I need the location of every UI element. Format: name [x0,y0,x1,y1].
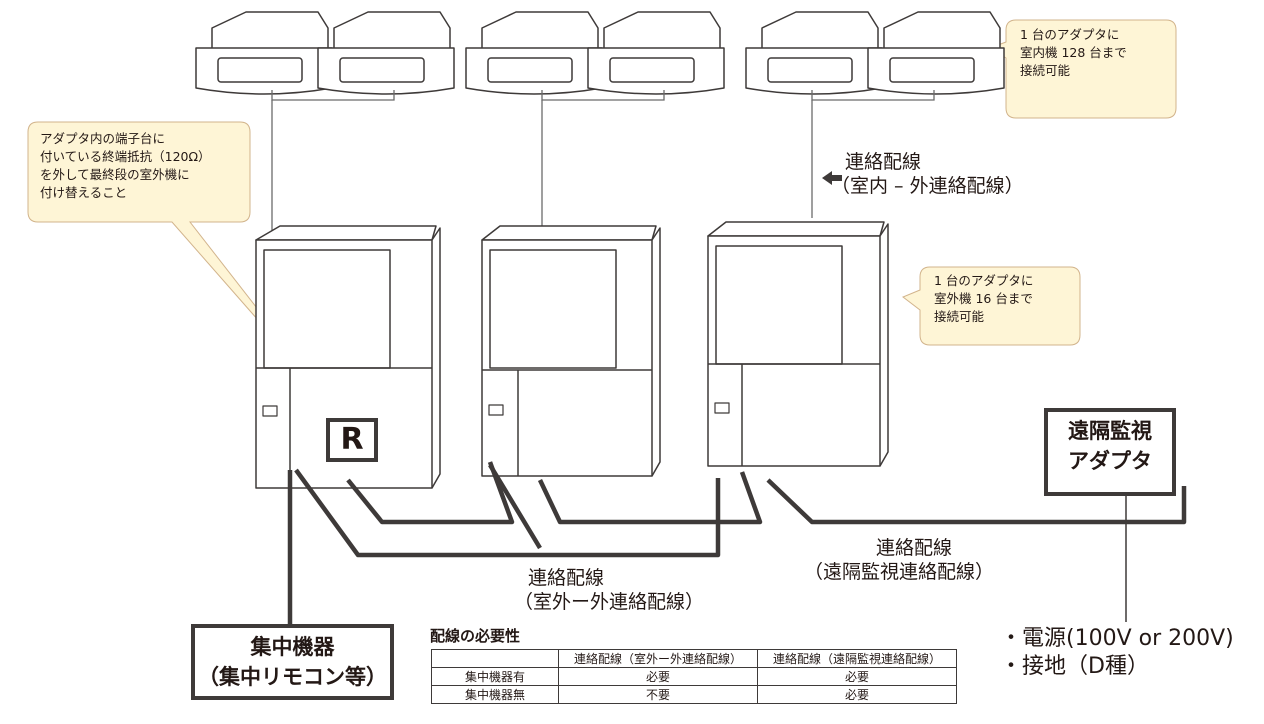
remote-monitor-adapter-box: 遠隔監視 アダプタ [1044,408,1176,496]
callout-outdoor-line: 1 台のアダプタに [934,273,1034,288]
table-cell: 必要 [558,667,758,686]
adapter-label: 遠隔監視 [1068,419,1152,443]
label-indoor-outdoor: 連絡配線 （室内 – 外連絡配線） [831,150,1024,198]
table-header-cell: 連絡配線（遠隔監視連絡配線） [757,649,957,668]
adapter-label: アダプタ [1068,449,1152,473]
label-remote-link: 連絡配線 （遠隔監視連絡配線） [804,536,994,584]
remote-monitor-wire [766,478,1187,525]
label-line: 連絡配線 [876,537,953,559]
label-line: （遠隔監視連絡配線） [804,561,995,583]
terminal-resistor-mark: R [326,418,378,462]
indoor-unit-1 [195,11,333,95]
table-header-cell: 連絡配線（室外ー外連絡配線） [558,649,758,668]
callout-terminator-line: を外して最終段の室外機に [40,167,190,182]
indoor-unit-4 [587,11,725,95]
wiring-requirement-table: 連絡配線（室外ー外連絡配線） 連絡配線（遠隔監視連絡配線） 集中機器有 必要 必… [431,649,957,704]
callout-indoor-line: 1 台のアダプタに [1020,27,1120,42]
label-outdoor-outdoor: 連絡配線 （室外ー外連絡配線） [514,566,704,614]
table-cell: 不要 [558,685,758,704]
table-cell: 必要 [757,685,957,704]
power-info: ・電源(100V or 200V) ・接地（D種） [1000,625,1234,681]
ground-text: ・接地（D種） [1000,654,1149,679]
terminator-wire [346,461,763,525]
callout-indoor-line: 接続可能 [1020,63,1071,78]
outdoor-unit-2 [481,225,661,477]
table-cell: 集中機器無 [431,685,559,704]
label-line: 連絡配線 [845,151,922,173]
callout-indoor-line: 室内機 128 台まで [1020,45,1127,60]
indoor-unit-6 [867,11,1005,95]
callout-outdoor-bubble [902,266,1081,346]
callout-outdoor-line: 接続可能 [934,309,985,324]
table-cell: 集中機器有 [431,667,559,686]
indoor-link-wire-2 [541,90,665,101]
callout-indoor-bubble [988,19,1177,119]
left-arrow-icon [822,171,842,185]
outdoor-unit-1 [255,225,441,489]
callout-outdoor: 1 台のアダプタに 室外機 16 台まで 接続可能 [934,272,1033,326]
indoor-link-wire-3 [811,90,935,101]
callout-terminator-line: 付け替えること [40,185,128,200]
label-line: （室内 – 外連絡配線） [831,175,1024,197]
callout-indoor: 1 台のアダプタに 室内機 128 台まで 接続可能 [1020,26,1127,80]
label-line: 連絡配線 [528,567,605,589]
power-supply-text: ・電源(100V or 200V) [1000,626,1234,651]
callout-terminator-line: 付いている終端抵抗（120Ω） [40,149,211,164]
table-row: 集中機器有 必要 必要 [431,667,957,686]
label-line: （室外ー外連絡配線） [514,591,705,613]
callout-outdoor-line: 室外機 16 台まで [934,291,1033,306]
callout-terminator: アダプタ内の端子台に 付いている終端抵抗（120Ω） を外して最終段の室外機に … [40,130,211,202]
callout-terminator-line: アダプタ内の端子台に [40,131,166,146]
indoor-unit-2 [317,11,455,95]
table-title: 配線の必要性 [430,627,521,645]
table-header-cell [431,649,559,668]
table-cell: 必要 [757,667,957,686]
outdoor-unit-3 [707,221,889,467]
central-device-box: 集中機器 （集中リモコン等） [191,624,394,700]
table-header-row: 連絡配線（室外ー外連絡配線） 連絡配線（遠隔監視連絡配線） [431,649,957,668]
indoor-link-wire-1 [271,90,395,101]
central-device-label: （集中リモコン等） [198,665,387,689]
indoor-unit-3 [465,11,603,95]
central-device-label: 集中機器 [250,635,335,659]
table-row: 集中機器無 不要 必要 [431,685,957,704]
indoor-unit-5 [745,11,883,95]
